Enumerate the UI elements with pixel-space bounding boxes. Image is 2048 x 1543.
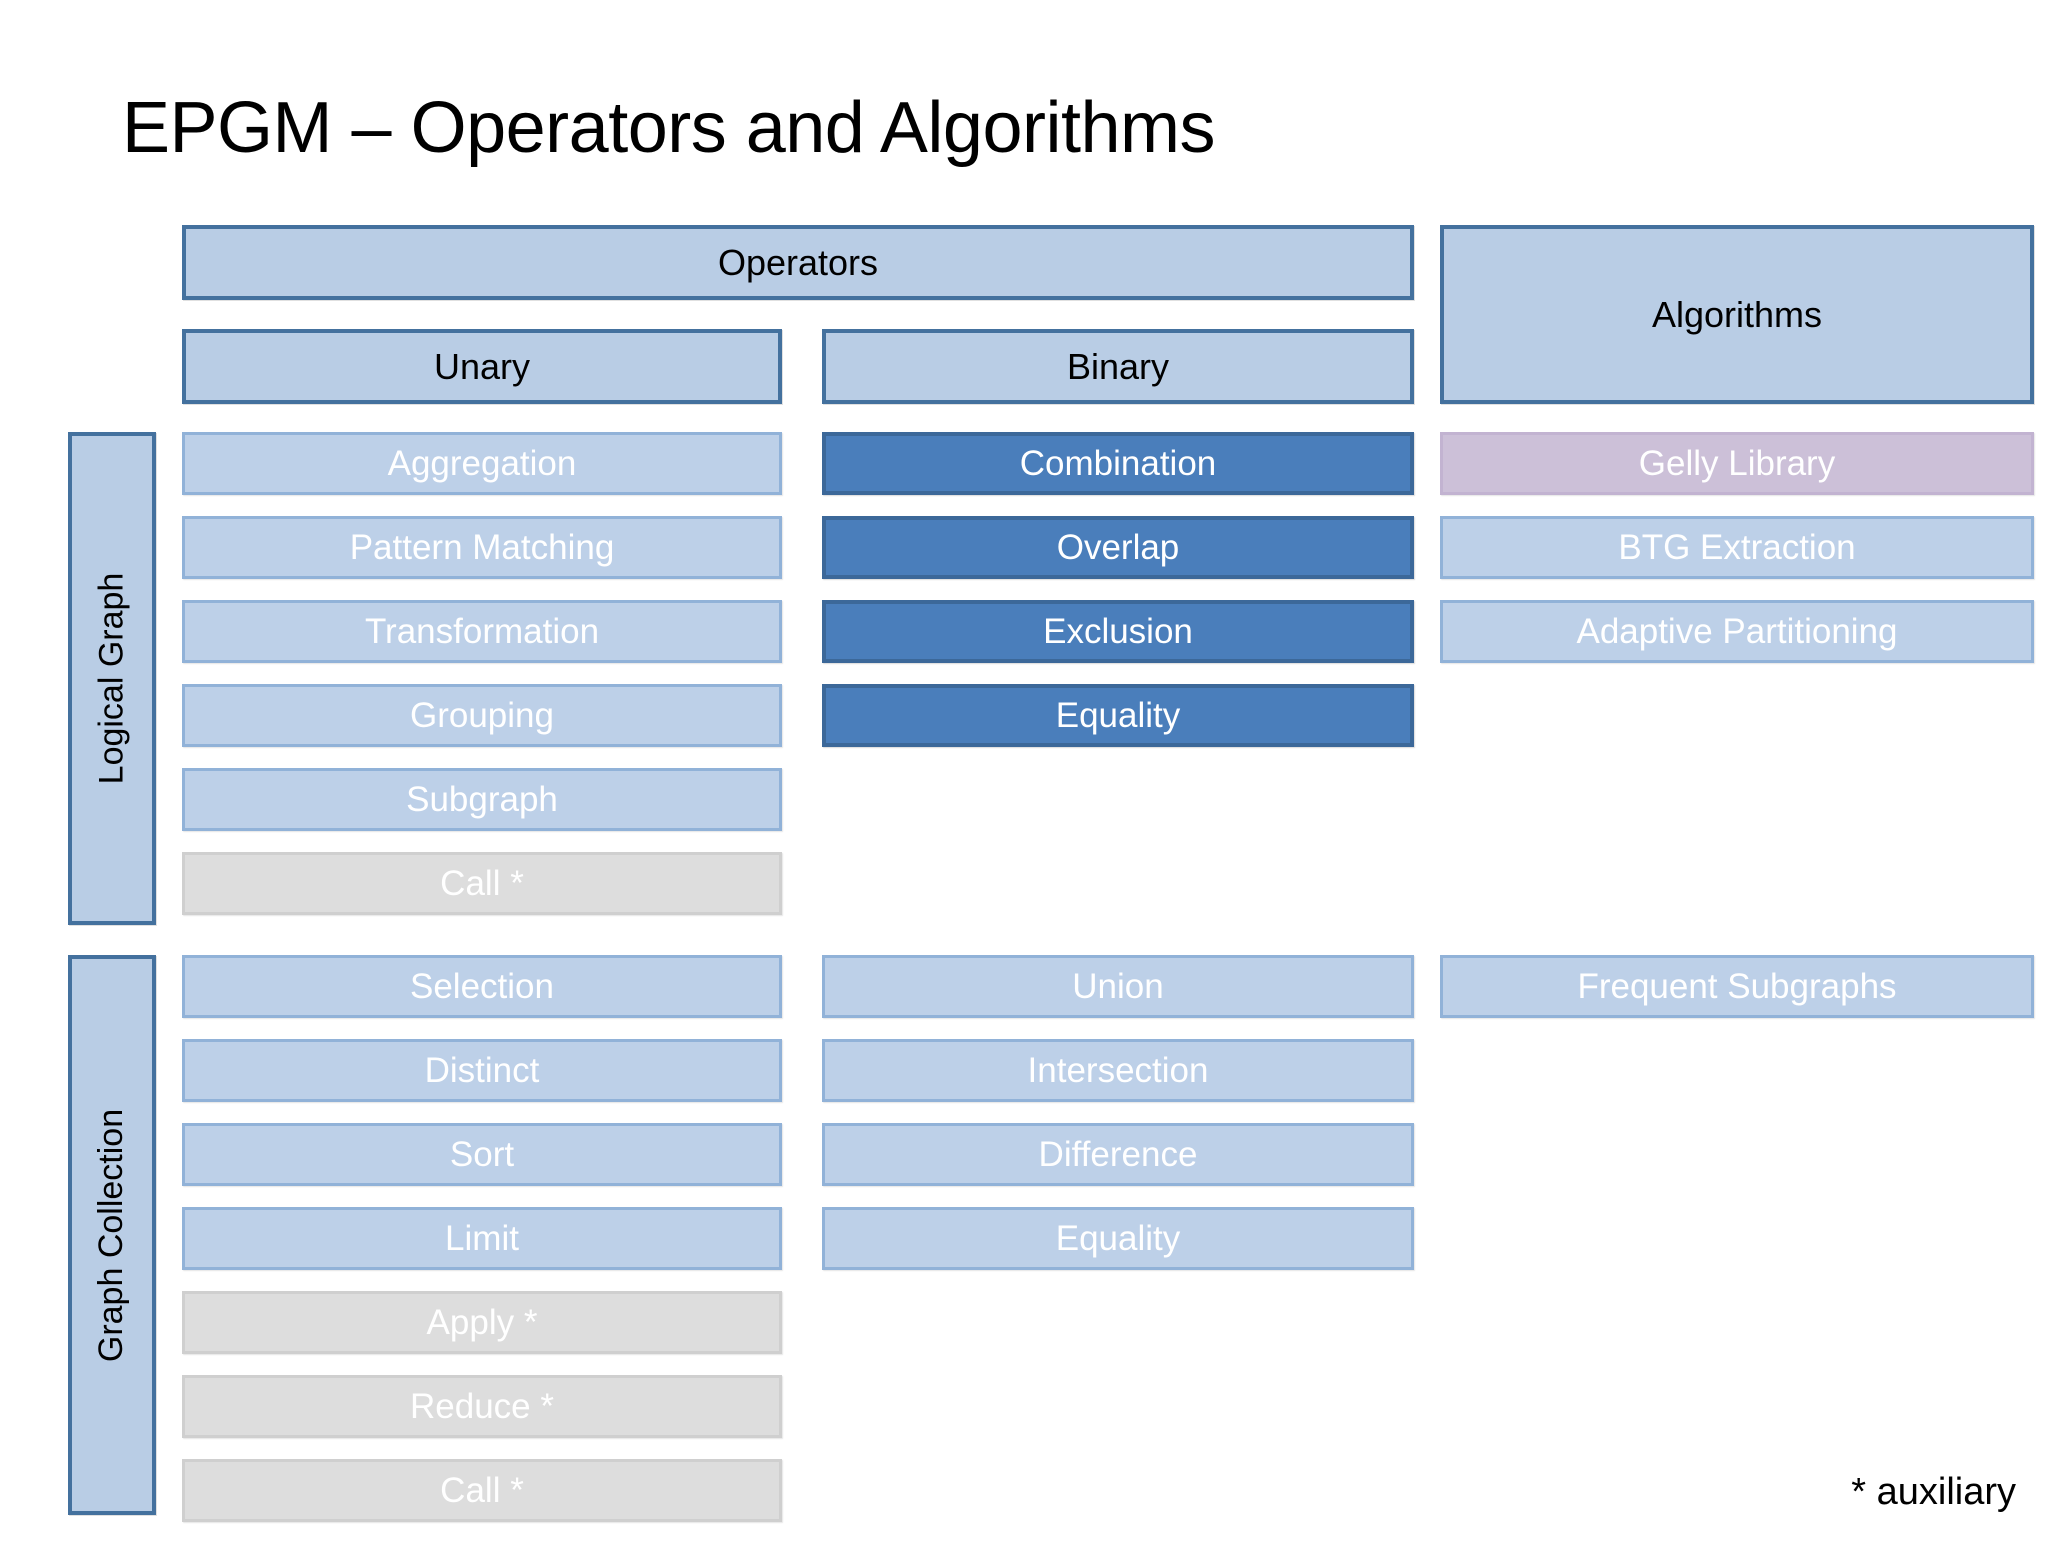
graph-collection-binary-item-difference[interactable]: Difference [822,1123,1414,1186]
item-label: Equality [1055,695,1181,735]
item-label: Distinct [424,1050,540,1090]
logical-graph-unary-item-subgraph[interactable]: Subgraph [182,768,782,831]
item-label: Gelly Library [1638,443,1836,483]
header-operators-label: Operators [717,241,879,283]
item-label: Apply * [426,1302,538,1342]
logical-graph-algorithm-item-btg-extraction[interactable]: BTG Extraction [1440,516,2034,579]
graph-collection-unary-item-reduce-aux[interactable]: Reduce * [182,1375,782,1438]
item-label: Frequent Subgraphs [1577,966,1897,1006]
graph-collection-algorithm-item-frequent-subgraphs[interactable]: Frequent Subgraphs [1440,955,2034,1018]
item-label: Union [1072,966,1164,1006]
logical-graph-unary-item-aggregation[interactable]: Aggregation [182,432,782,495]
item-label: Grouping [410,695,554,735]
item-label: Sort [449,1134,515,1174]
logical-graph-unary-item-grouping[interactable]: Grouping [182,684,782,747]
graph-collection-unary-item-distinct[interactable]: Distinct [182,1039,782,1102]
item-label: Overlap [1056,527,1180,567]
item-label: BTG Extraction [1618,527,1856,567]
item-label: Subgraph [406,779,558,819]
item-label: Combination [1019,443,1217,483]
logical-graph-binary-item-combination[interactable]: Combination [822,432,1414,495]
graph-collection-binary-item-intersection[interactable]: Intersection [822,1039,1414,1102]
item-label: Call * [440,1470,524,1510]
item-label: Reduce * [410,1386,554,1426]
logical-graph-algorithm-item-gelly-library[interactable]: Gelly Library [1440,432,2034,495]
item-label: Selection [410,966,554,1006]
page-title: EPGM – Operators and Algorithms [122,88,1215,168]
header-unary-label: Unary [433,345,531,387]
logical-graph-unary-item-call-aux[interactable]: Call * [182,852,782,915]
graph-collection-unary-item-apply-aux[interactable]: Apply * [182,1291,782,1354]
logical-graph-algorithm-item-adaptive-partitioning[interactable]: Adaptive Partitioning [1440,600,2034,663]
graph-collection-binary-item-union[interactable]: Union [822,955,1414,1018]
side-label-graph-collection: Graph Collection [68,955,156,1515]
logical-graph-unary-item-transformation[interactable]: Transformation [182,600,782,663]
item-label: Difference [1038,1134,1198,1174]
side-label-logical-graph: Logical Graph [68,432,156,925]
header-unary: Unary [182,329,782,404]
item-label: Adaptive Partitioning [1576,611,1898,651]
header-binary: Binary [822,329,1414,404]
logical-graph-unary-item-pattern-matching[interactable]: Pattern Matching [182,516,782,579]
graph-collection-unary-item-selection[interactable]: Selection [182,955,782,1018]
item-label: Equality [1055,1218,1181,1258]
logical-graph-binary-item-exclusion[interactable]: Exclusion [822,600,1414,663]
item-label: Exclusion [1043,611,1193,651]
side-label-graph-collection-text: Graph Collection [92,1108,131,1362]
item-label: Limit [445,1218,519,1258]
graph-collection-binary-item-equality[interactable]: Equality [822,1207,1414,1270]
footnote-auxiliary: * auxiliary [1851,1471,2016,1513]
header-binary-label: Binary [1066,345,1170,387]
header-algorithms-label: Algorithms [1651,293,1823,335]
item-label: Aggregation [387,443,577,483]
item-label: Call * [440,863,524,903]
graph-collection-unary-item-limit[interactable]: Limit [182,1207,782,1270]
logical-graph-binary-item-overlap[interactable]: Overlap [822,516,1414,579]
column-graph-collection-algorithms: Frequent Subgraphs [1440,955,2034,1039]
item-label: Pattern Matching [349,527,615,567]
item-label: Intersection [1027,1050,1209,1090]
graph-collection-unary-item-sort[interactable]: Sort [182,1123,782,1186]
graph-collection-unary-item-call-aux[interactable]: Call * [182,1459,782,1522]
header-algorithms: Algorithms [1440,225,2034,404]
side-label-logical-graph-text: Logical Graph [92,572,131,785]
logical-graph-binary-item-equality[interactable]: Equality [822,684,1414,747]
item-label: Transformation [364,611,600,651]
header-operators: Operators [182,225,1414,300]
